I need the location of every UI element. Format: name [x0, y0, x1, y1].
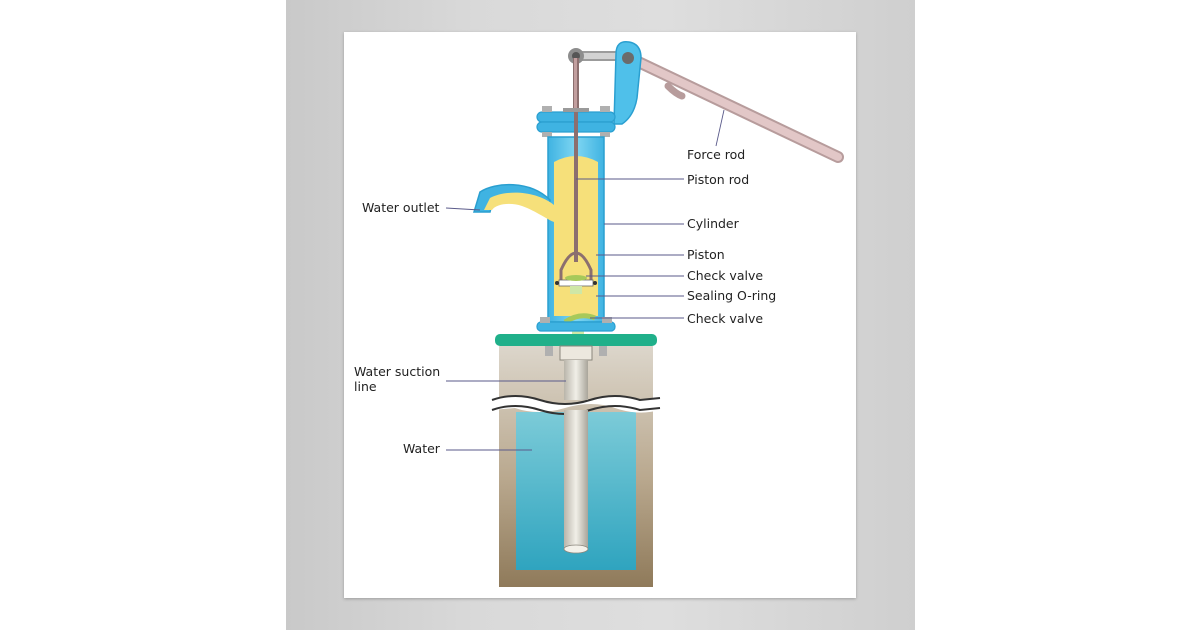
base-plate [495, 334, 657, 346]
label-piston-rod: Piston rod [687, 172, 749, 187]
piston [555, 251, 597, 294]
label-check-valve-upper: Check valve [687, 268, 763, 283]
label-check-valve-lower: Check valve [687, 311, 763, 326]
label-water-outlet: Water outlet [362, 200, 440, 215]
label-force-rod: Force rod [687, 147, 745, 162]
suction-pipe [545, 345, 607, 554]
label-water-suction-line-2: line [354, 379, 377, 394]
leader-lines [445, 109, 725, 451]
label-water: Water [403, 441, 441, 456]
force-rod [573, 58, 579, 114]
label-piston: Piston [687, 247, 725, 262]
pump-body [472, 136, 605, 323]
label-cylinder: Cylinder [687, 216, 740, 231]
piston-rod [574, 112, 578, 262]
pump-handle [568, 48, 844, 163]
break-lines [491, 395, 661, 415]
label-sealing-o-ring: Sealing O-ring [687, 288, 776, 303]
bottom-flange [536, 317, 616, 332]
label-water-suction-line-1: Water suction [354, 364, 440, 379]
handle-bracket [613, 41, 642, 125]
